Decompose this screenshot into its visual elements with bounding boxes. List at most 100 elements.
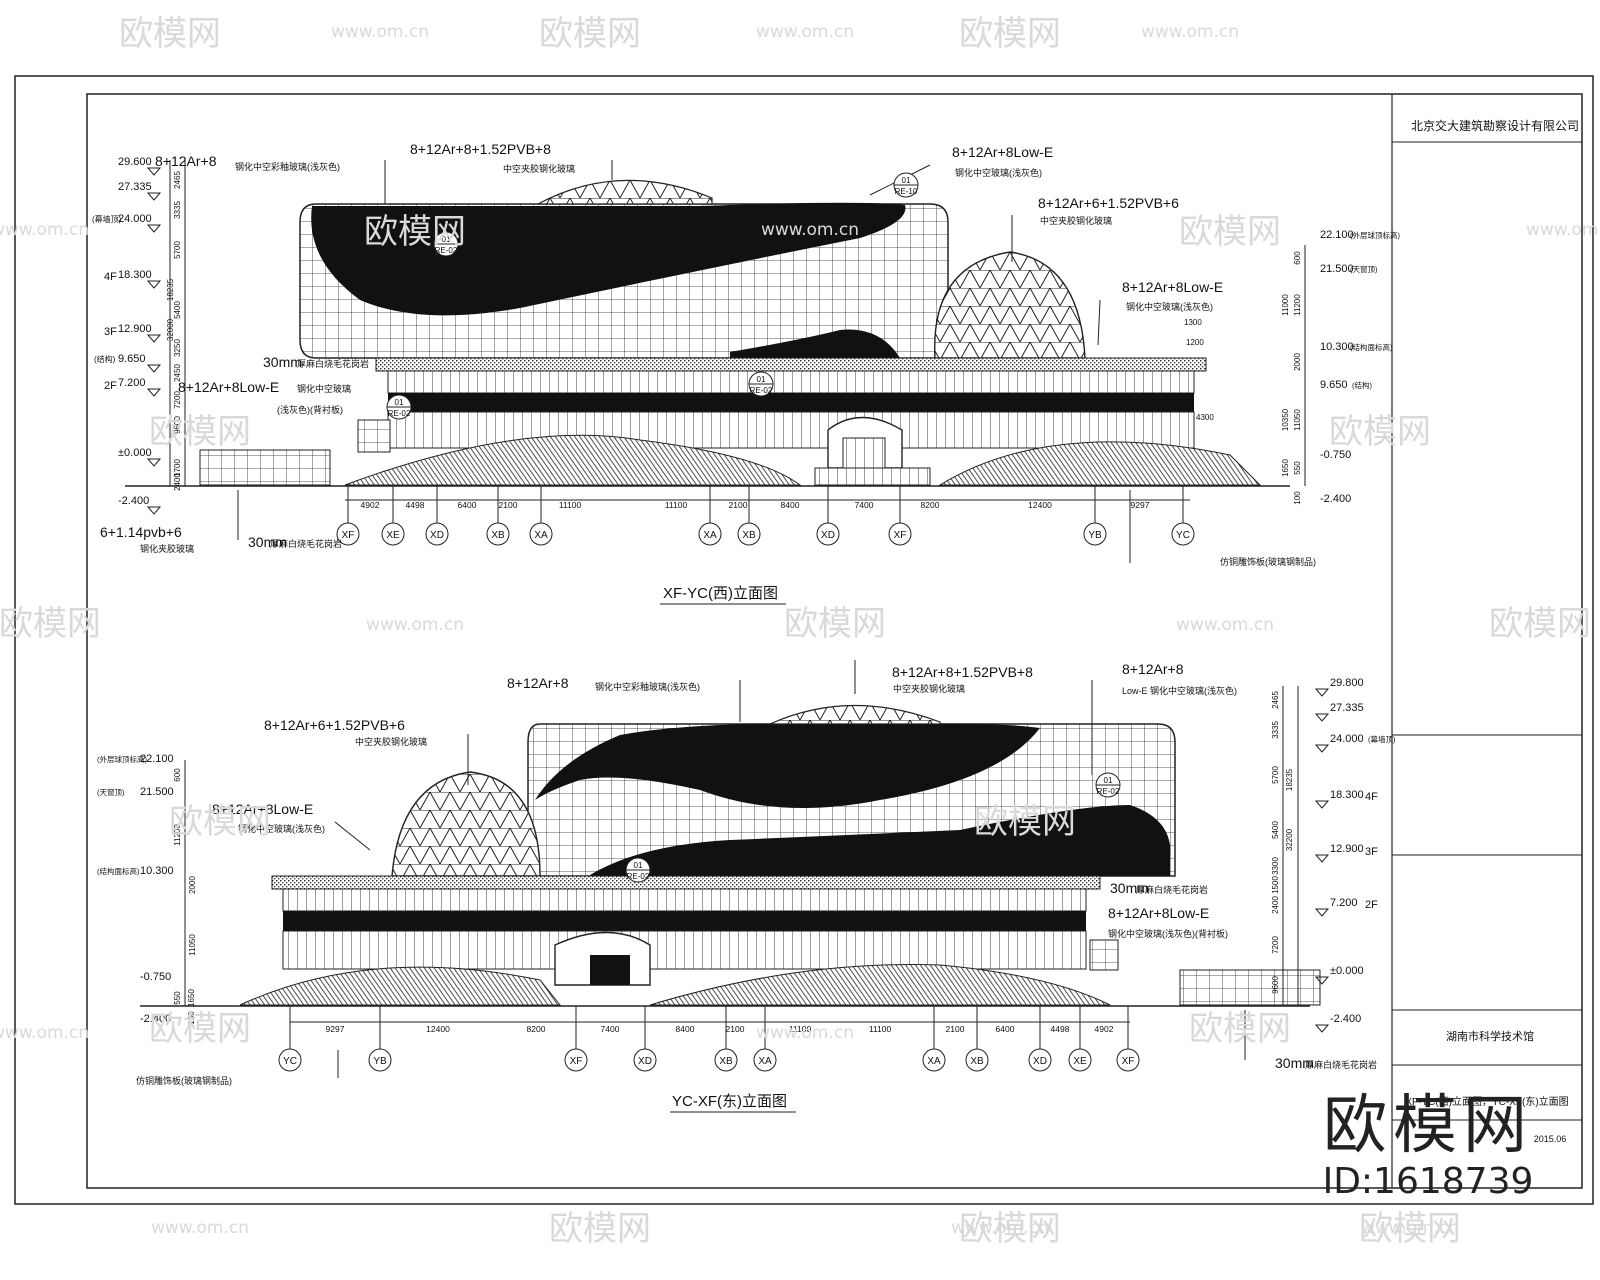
level-triangle: [1314, 854, 1330, 863]
axis-label: XD: [430, 530, 444, 541]
level-triangle: [146, 506, 162, 515]
level-mark: 21.500: [140, 786, 174, 798]
axis-bubble: [816, 522, 840, 546]
watermark-brand: 欧模网: [549, 1209, 651, 1249]
span-dimension: 4498: [1051, 1024, 1070, 1034]
dimension: 550: [173, 991, 182, 1005]
level-mark: 12.900: [1330, 843, 1364, 855]
material-note: 仿铜雕饰板(玻璃钢制品): [136, 1075, 232, 1086]
level-note: (幕墙顶): [92, 214, 122, 224]
level-triangle: [1314, 688, 1330, 697]
material-callout: 8+12Ar+8: [1122, 661, 1184, 677]
level-triangle: [1314, 908, 1330, 917]
axis-label: XF: [1122, 1056, 1135, 1067]
leader-line: [1097, 299, 1101, 346]
material-note: 厚麻白烧毛花岗岩: [297, 358, 369, 369]
material-note: 中空夹胶钢化玻璃: [893, 683, 965, 694]
dimension: 600: [1293, 251, 1302, 265]
level-mark: 27.335: [1330, 702, 1364, 714]
dimension: 10350: [1281, 408, 1290, 431]
material-callout: 8+12Ar+8: [155, 153, 217, 169]
dimension: 11050: [188, 934, 197, 956]
detail-tag-sheet: RE-02: [1097, 787, 1120, 796]
watermark-brand: 欧模网: [119, 14, 221, 54]
watermark-url: www.om.cn: [1141, 22, 1239, 42]
material-callout: 8+12Ar+8Low-E: [952, 144, 1053, 160]
axis-bubble: [922, 1048, 946, 1072]
material-callout: 8+12Ar+8+1.52PVB+8: [892, 664, 1033, 680]
level-mark: 22.100: [140, 753, 174, 765]
dimension: 5700: [1271, 766, 1280, 784]
axis-label: XE: [1073, 1056, 1087, 1067]
dimension: 11200: [1293, 294, 1302, 316]
east-elevation: [140, 704, 1321, 1023]
level-mark: 12.900: [118, 323, 152, 335]
dimension: 600: [173, 768, 182, 782]
material-callout: 8+12Ar+8+1.52PVB+8: [410, 141, 551, 157]
level-mark: 21.500: [1320, 263, 1354, 275]
span-dimension: 2100: [946, 1024, 965, 1034]
span-dimension: 8200: [921, 500, 940, 510]
material-note: 厚麻白烧毛花岗岩: [1305, 1059, 1377, 1070]
span-dimension: 9297: [326, 1024, 345, 1034]
axis-bubble: [737, 522, 761, 546]
detail-tag-sheet: RE-02: [627, 872, 650, 881]
watermark-url: www.om.cn: [951, 1218, 1049, 1238]
material-callout: 30mm: [1110, 880, 1149, 896]
span-dimension: 2100: [726, 1024, 745, 1034]
detail-tag-number: 01: [757, 375, 766, 384]
level-mark: ±0.000: [118, 447, 152, 459]
axis-label: XD: [638, 1056, 652, 1067]
level-mark: 10.300: [140, 865, 174, 877]
axis-bubble: [278, 1048, 302, 1072]
east-annotations: 29.80027.33524.00018.30012.9007.200±0.00…: [97, 660, 1396, 1113]
dimension: 2400: [173, 473, 182, 491]
material-note: 中空夹胶钢化玻璃: [355, 736, 427, 747]
material-callout: 30mm: [1275, 1055, 1314, 1071]
watermark-brand: 欧模网: [959, 1209, 1061, 1249]
watermark-url: www.om.cn: [366, 615, 464, 635]
brand-mark: 欧模网 ID:1618739: [1308, 1090, 1548, 1202]
span-dimension: 7400: [601, 1024, 620, 1034]
axis-bubble: [368, 1048, 392, 1072]
detail-tag-number: 01: [634, 861, 643, 870]
axis-label: XF: [570, 1056, 583, 1067]
level-triangle: [1314, 744, 1330, 753]
dimension: 100: [1293, 491, 1302, 505]
dimension: 2450: [173, 364, 182, 382]
dimension: 9600: [1271, 976, 1280, 994]
detail-tag-sheet: RE-02: [388, 409, 411, 418]
watermark-brand: 欧模网: [1189, 1009, 1291, 1049]
level-mark: 29.600: [118, 156, 152, 168]
axis-bubble: [1028, 1048, 1052, 1072]
axis-label: YB: [1088, 530, 1102, 541]
dimension: 3300: [1271, 857, 1280, 875]
dimension: 3335: [173, 201, 182, 219]
axis-label: YB: [373, 1056, 387, 1067]
drawing-title: XF-YC(西)立面图: [663, 585, 778, 602]
project-name: 湖南市科学技术馆: [1446, 1029, 1534, 1043]
level-mark: 22.100: [1320, 229, 1354, 241]
level-mark: -2.400: [140, 1013, 171, 1025]
dimension: 3335: [1271, 721, 1280, 739]
level-triangle: [146, 334, 162, 343]
axis-label: XB: [719, 1056, 733, 1067]
level-mark: 9.650: [1320, 379, 1348, 391]
axis-bubble: [698, 522, 722, 546]
watermark-url: www.om.cn: [1176, 615, 1274, 635]
material-callout: 8+12Ar+8Low-E: [1122, 279, 1223, 295]
level-triangle: [146, 364, 162, 373]
material-note: 厚麻白烧毛花岗岩: [1136, 884, 1208, 895]
dimension: 1700: [173, 459, 182, 477]
watermark-brand: 欧模网: [1329, 412, 1431, 452]
level-mark: 18.300: [1330, 789, 1364, 801]
dimension: 2000: [188, 876, 197, 894]
title-block: 北京交大建筑勘察设计有限公司湖南市科学技术馆XF-YC(西)立面图，YC-XF(…: [1392, 118, 1582, 1144]
watermark-brand: 欧模网: [1489, 604, 1591, 644]
level-mark: -2.400: [1330, 1013, 1361, 1025]
span-dimension: 11100: [869, 1024, 892, 1034]
span-dimension: 4498: [406, 500, 425, 510]
level-mark: -0.750: [140, 971, 171, 983]
level-note: (幕墙顶): [1368, 734, 1396, 744]
